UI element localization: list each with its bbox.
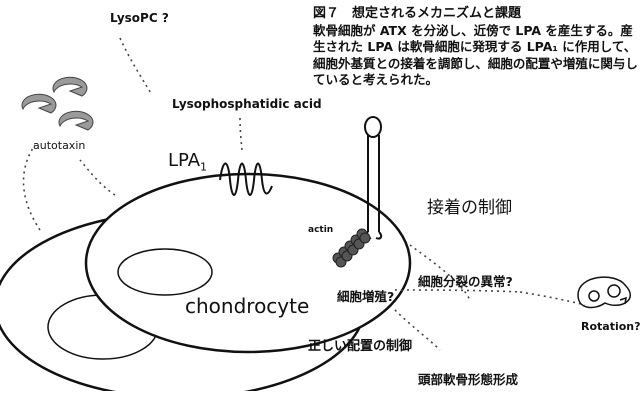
figure-description: 軟骨細胞が ATX を分泌し、近傍で LPA を産生する。産生された LPA は…: [313, 23, 639, 88]
lysopc-label: LysoPC ?: [110, 12, 169, 24]
autotaxin-molecules: [22, 77, 93, 130]
cranial-cartilage-label: 頭部軟骨形態形成: [418, 374, 518, 387]
lpa1-label: LPA1: [168, 152, 207, 173]
proliferation-label: 細胞増殖?: [337, 291, 394, 304]
lysophosphatidic-acid-label: Lysophosphatidic acid: [172, 98, 322, 110]
placement-control-label: 正しい配置の制御: [308, 340, 412, 353]
chondrocyte-label: chondrocyte: [185, 296, 309, 316]
adhesion-control-label: 接着の制御: [427, 200, 512, 217]
actin-label: actin: [308, 226, 333, 235]
autotaxin-label: autotaxin: [33, 140, 85, 151]
rotation-label: Rotation?: [581, 321, 641, 332]
rotation-cell: [578, 277, 630, 307]
division-abnormality-label: 細胞分裂の異常?: [418, 276, 513, 289]
chondrocyte-cell: [86, 174, 410, 352]
lpa1-label-base: LPA: [168, 150, 200, 171]
figure-caption: 図７ 想定されるメカニズムと課題 軟骨細胞が ATX を分泌し、近傍で LPA …: [313, 6, 639, 88]
figure-title: 図７ 想定されるメカニズムと課題: [313, 6, 639, 22]
lpa1-label-sub: 1: [200, 161, 207, 174]
